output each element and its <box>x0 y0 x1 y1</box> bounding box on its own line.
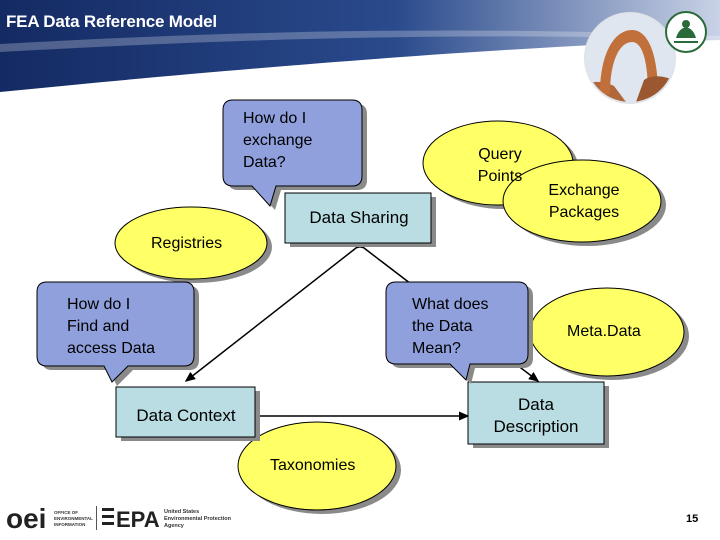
data-context-text: Data Context <box>136 406 236 425</box>
exchange-question-bubble <box>222 99 367 210</box>
header-background <box>0 0 720 92</box>
query-points-text: Query Points <box>477 146 523 185</box>
exchange-question-text: How do I exchange Data? <box>243 110 313 171</box>
svg-text:ENVIRONMENTAL: ENVIRONMENTAL <box>54 516 93 521</box>
data-sharing-text: Data Sharing <box>309 208 409 227</box>
data-description-text: Data Description <box>493 395 579 436</box>
svg-text:OFFICE OF: OFFICE OF <box>54 510 78 515</box>
svg-text:Agency: Agency <box>164 523 185 529</box>
find-question-bubble <box>36 281 199 386</box>
svg-text:INFORMATION: INFORMATION <box>54 522 85 527</box>
epa-seal-icon <box>665 11 707 53</box>
svg-text:oei: oei <box>6 503 46 534</box>
page-title: FEA Data Reference Model <box>6 12 217 31</box>
data-sharing-box <box>284 192 436 247</box>
exchange-packages-text: Exchange Packages <box>548 182 620 221</box>
meaning-question-text: What does the Data Mean? <box>412 296 489 357</box>
header-banner <box>0 0 720 92</box>
metadata-text: Meta.Data <box>567 323 641 340</box>
exchange-packages-ellipse <box>502 159 666 246</box>
data-description-box <box>467 381 609 448</box>
metadata-ellipse <box>529 287 689 380</box>
sharing-to-context-arrow <box>184 238 366 382</box>
taxonomies-text: Taxonomies <box>270 457 356 474</box>
find-question-text: How do I Find and access Data <box>67 296 156 357</box>
arch-icon <box>586 14 674 102</box>
svg-text:United States: United States <box>164 509 199 515</box>
svg-text:EPA: EPA <box>116 507 160 532</box>
registries-ellipse <box>114 206 272 283</box>
footer-logos: oei OFFICE OF ENVIRONMENTAL INFORMATION … <box>4 500 264 534</box>
svg-text:Environmental Protection: Environmental Protection <box>164 516 232 522</box>
arch-photo-badge <box>586 14 674 102</box>
taxonomies-ellipse <box>237 421 401 514</box>
registries-text: Registries <box>151 235 223 252</box>
oei-epa-logo: oei OFFICE OF ENVIRONMENTAL INFORMATION … <box>6 503 232 534</box>
slide-number: 15 <box>686 513 699 525</box>
meaning-question-bubble <box>385 281 533 384</box>
data-context-box <box>115 386 260 441</box>
